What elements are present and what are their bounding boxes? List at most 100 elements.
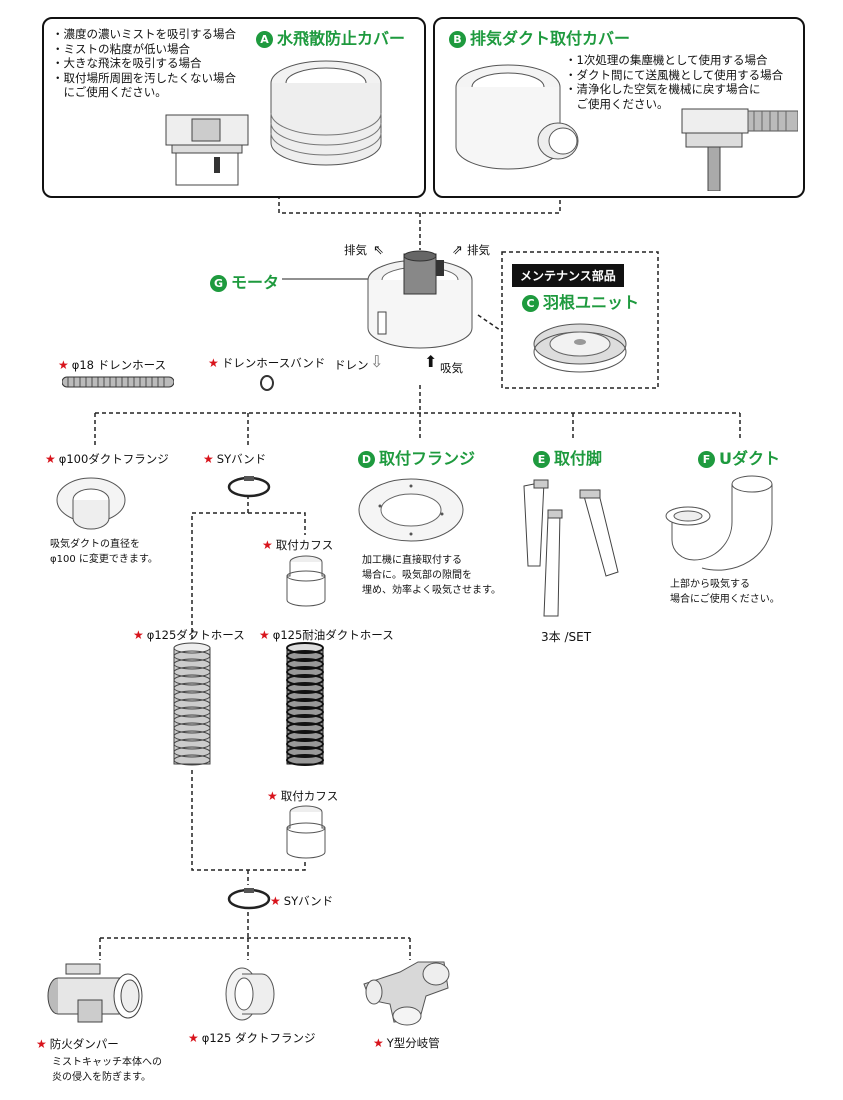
mount-flange-desc: 加工機に直接取付する 場合に。吸気部の隙間を 埋め、効率よく吸気させます。 (362, 553, 501, 598)
hose-125-text: φ125ダクトホース (146, 628, 245, 642)
exhaust-cover-usage-list: ・1次処理の集塵機として使用する場合 ・ダクト間にて送風機として使用する場合 ・… (565, 53, 783, 111)
mount-flange-title-text: 取付フランジ (379, 449, 476, 468)
exhaust-cover-title-text: 排気ダクト取付カバー (470, 29, 631, 48)
y-branch-text: Y型分岐管 (386, 1036, 440, 1050)
fire-damper-text: 防火ダンパー (49, 1037, 119, 1051)
drain-label: ドレン (334, 358, 369, 372)
drain-hose-text: φ18 ドレンホース (71, 358, 167, 372)
duct-hose-125-illustration (173, 642, 211, 766)
maintenance-tag: メンテナンス部品 (512, 264, 624, 287)
star-icon: ★ (133, 628, 144, 642)
mount-legs-title-text: 取付脚 (554, 449, 603, 468)
desc-line: 埋め、効率よく吸気させます。 (362, 585, 501, 596)
star-icon: ★ (259, 628, 270, 642)
legs-set-note: 3本 /SET (541, 630, 592, 644)
y-branch-label: ★Y型分岐管 (373, 1035, 440, 1051)
desc-line: 場合にご使用ください。 (670, 594, 780, 605)
star-icon: ★ (373, 1036, 384, 1050)
bullet: ご使用ください。 (565, 96, 669, 111)
exhaust-cover-illustration (455, 64, 579, 170)
exhaust-right-label: 排気 (467, 243, 490, 257)
star-icon: ★ (262, 538, 273, 552)
u-duct-illustration (665, 475, 773, 571)
bullet: ・濃度の濃いミストを吸引する場合 (52, 27, 236, 41)
star-icon: ★ (267, 789, 278, 803)
fire-damper-desc: ミストキャッチ本体への 炎の侵入を防ぎます。 (52, 1055, 162, 1085)
u-duct-title-text: Uダクト (719, 449, 780, 468)
sy-band-bottom-illustration (227, 888, 271, 910)
bullet: ・ミストの粘度が低い場合 (52, 41, 190, 56)
bullet: ・取付場所周囲を汚したくない場合 (52, 70, 236, 85)
cuff-bottom-text: 取付カフス (280, 789, 339, 803)
desc-line: 加工機に直接取付する (362, 555, 462, 566)
duct-flange-125-text: φ125 ダクトフランジ (201, 1031, 316, 1045)
intake-label: 吸気 (440, 361, 463, 375)
mount-flange-illustration (358, 478, 464, 542)
hose-125-oil-label: ★φ125耐油ダクトホース (259, 627, 394, 643)
letter-g-badge: G (210, 275, 227, 292)
intake-arrow-icon: ⬆ (424, 352, 438, 371)
star-icon: ★ (203, 452, 214, 466)
cuff-top-illustration (286, 555, 326, 607)
fire-damper-illustration (47, 963, 143, 1023)
sy-band-top-illustration (227, 476, 271, 498)
desc-line: 場合に。吸気部の隙間を (362, 570, 472, 581)
blade-unit-illustration (533, 323, 627, 373)
machine-with-duct-illustration (681, 108, 798, 191)
duct-flange-100-label: ★φ100ダクトフランジ (45, 451, 169, 467)
letter-c-badge: C (522, 295, 539, 312)
star-icon: ★ (58, 358, 69, 372)
panel-water-splash-cover: ・濃度の濃いミストを吸引する場合 ・ミストの粘度が低い場合 ・大きな飛沫を吸引す… (42, 17, 426, 198)
sy-band-bottom-text: SYバンド (283, 894, 334, 908)
u-duct-desc: 上部から吸気する 場合にご使用ください。 (670, 577, 780, 607)
duct-flange-125-illustration (225, 967, 275, 1021)
drain-band-illustration (260, 375, 274, 391)
blade-unit-title-text: 羽根ユニット (543, 293, 640, 312)
letter-e-badge: E (533, 451, 550, 468)
exhaust-left-arrow-icon: ⇖ (373, 243, 384, 258)
cuff-top-text: 取付カフス (275, 538, 334, 552)
duct-flange-125-label: ★φ125 ダクトフランジ (188, 1030, 315, 1046)
water-cover-title-text: 水飛散防止カバー (277, 29, 406, 48)
bullet: ・清浄化した空気を機械に戻す場合に (565, 82, 761, 96)
star-icon: ★ (45, 452, 56, 466)
hose-125-label: ★φ125ダクトホース (133, 627, 245, 643)
star-icon: ★ (36, 1037, 47, 1051)
duct-flange-100-illustration (56, 477, 126, 530)
star-icon: ★ (270, 894, 281, 908)
fire-damper-label: ★防火ダンパー (36, 1036, 119, 1052)
duct-flange-100-desc: 吸気ダクトの直径を φ100 に変更できます。 (50, 537, 158, 567)
drain-arrow-icon: ⇩ (370, 352, 384, 371)
letter-a-badge: A (256, 31, 273, 48)
motor-title-text: モータ (231, 273, 280, 292)
bullet: ・ダクト間にて送風機として使用する場合 (565, 67, 784, 82)
duct-flange-100-text: φ100ダクトフランジ (58, 452, 169, 466)
letter-d-badge: D (358, 451, 375, 468)
bullet: にご使用ください。 (52, 85, 167, 99)
desc-line: 上部から吸気する (670, 579, 750, 590)
mount-legs-illustration (523, 479, 619, 617)
water-cover-usage-list: ・濃度の濃いミストを吸引する場合 ・ミストの粘度が低い場合 ・大きな飛沫を吸引す… (52, 27, 236, 100)
sy-band-top-label: ★SYバンド (203, 451, 266, 467)
drain-band-text: ドレンホースバンド (221, 356, 326, 370)
letter-b-badge: B (449, 31, 466, 48)
drain-hose-label: ★φ18 ドレンホース (58, 357, 166, 373)
cuff-bottom-illustration (286, 805, 326, 859)
desc-line: 炎の侵入を防ぎます。 (52, 1072, 151, 1083)
drain-band-label: ★ドレンホースバンド (208, 355, 325, 371)
machine-with-cover-illustration (165, 114, 249, 186)
sy-band-top-text: SYバンド (216, 452, 267, 466)
desc-line: 吸気ダクトの直径を (50, 539, 140, 550)
motor-unit-illustration (367, 250, 473, 349)
y-branch-illustration (363, 961, 450, 1026)
cuff-top-label: ★取付カフス (262, 537, 333, 553)
